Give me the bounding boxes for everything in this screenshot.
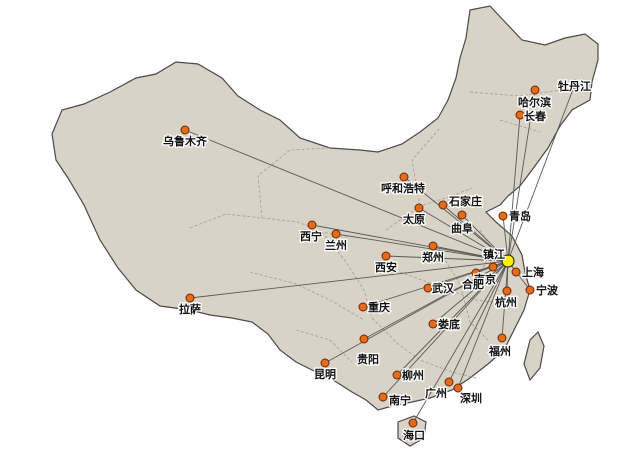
city-label-lanzhou: 兰州 [325,238,347,252]
city-label-guangzhou: 广州 [425,386,447,400]
route-line-chongqing [362,260,509,308]
city-marker-liuzhou [392,370,402,380]
route-line-lhasa [189,260,509,299]
city-label-mudanjiang: 牡丹江 [558,79,591,93]
city-label-zhengzhou: 郑州 [422,250,444,264]
route-line-urumqi [184,129,509,262]
route-line-qufu [461,214,509,262]
city-marker-nanning [378,392,388,402]
city-marker-hohhot [399,172,409,182]
route-line-qingdao [502,215,509,262]
city-marker-ningbo [525,285,535,295]
city-label-hefei: 合肥 [462,277,484,291]
city-label-kunming: 昆明 [314,368,336,381]
city-label-ningbo: 宁波 [536,283,559,297]
route-line-shenzhen [457,260,509,389]
city-label-haikou: 海口 [403,428,425,442]
city-label-loudi: 娄底 [438,317,460,331]
city-marker-chongqing [358,302,368,312]
taiwan-outline [523,330,545,382]
route-line-xining [311,224,509,262]
route-line-guangzhou [448,260,509,383]
city-marker-changchun [515,110,525,120]
city-marker-loudi [428,319,438,329]
route-line-harbin [507,89,536,262]
city-label-fuzhou: 福州 [488,344,511,358]
hub-marker [501,254,515,268]
city-marker-shenzhen [453,383,463,393]
route-line-zhengzhou [432,245,509,262]
city-marker-haikou [408,418,418,428]
city-label-xining: 西宁 [300,229,322,243]
city-label-harbin: 哈尔滨 [518,95,551,109]
city-label-shijiazhuang: 石家庄 [448,194,482,208]
city-marker-xining [307,220,317,230]
city-label-hohhot: 呼和浩特 [381,181,425,195]
city-marker-guiyang [359,334,369,344]
route-line-xian [385,255,509,262]
hainan-outline [397,415,427,447]
city-marker-fuzhou [497,333,507,343]
city-marker-lhasa [185,293,195,303]
city-marker-lanzhou [331,229,341,239]
route-line-liuzhou [396,260,509,376]
city-label-chongqing: 重庆 [368,300,390,314]
route-line-lanzhou [335,233,509,262]
city-marker-xian [381,251,391,261]
route-line-hohhot [403,176,509,262]
hub-label: 镇江 [483,247,505,261]
route-line-haikou [412,260,509,424]
city-marker-nanjing [488,262,498,272]
city-label-wuhan: 武汉 [432,281,455,295]
route-line-nanning [382,260,509,398]
city-label-shenzhen: 深圳 [460,391,482,405]
city-label-nanning: 南宁 [389,393,411,407]
city-label-nanjing: 南京 [474,272,496,286]
province-borders [189,89,561,379]
city-label-hangzhou: 杭州 [495,295,517,309]
city-marker-hefei [471,268,481,278]
city-marker-qingdao [498,211,508,221]
city-markers [180,79,580,428]
city-marker-qufu [457,210,467,220]
city-label-taiyuan: 太原 [402,212,425,226]
route-line-kunming [324,260,509,364]
city-label-changchun: 长春 [524,109,547,123]
city-marker-taiyuan [414,203,424,213]
city-marker-shanghai [511,267,521,277]
city-marker-mudanjiang [570,79,580,89]
city-marker-harbin [530,85,540,95]
route-line-fuzhou [501,260,509,339]
city-label-shanghai: 上海 [522,265,544,279]
route-line-changchun [507,114,521,262]
city-marker-hangzhou [502,286,512,296]
city-marker-guangzhou [444,377,454,387]
city-marker-urumqi [180,125,190,135]
city-marker-shijiazhuang [438,200,448,210]
route-line-mudanjiang [507,83,576,262]
city-label-liuzhou: 柳州 [402,368,424,382]
city-marker-zhengzhou [428,241,438,251]
city-label-qufu: 曲阜 [451,221,473,235]
city-label-qingdao: 青岛 [509,209,531,223]
city-label-lhasa: 拉萨 [179,302,201,316]
city-label-guiyang: 贵阳 [357,352,379,366]
route-line-shijiazhuang [442,204,509,262]
city-label-urumqi: 乌鲁木齐 [163,134,208,148]
city-label-xian: 西安 [375,260,397,274]
route-line-loudi [432,260,509,325]
city-marker-kunming [320,358,330,368]
route-line-taiyuan [418,207,509,262]
city-marker-wuhan [423,283,433,293]
